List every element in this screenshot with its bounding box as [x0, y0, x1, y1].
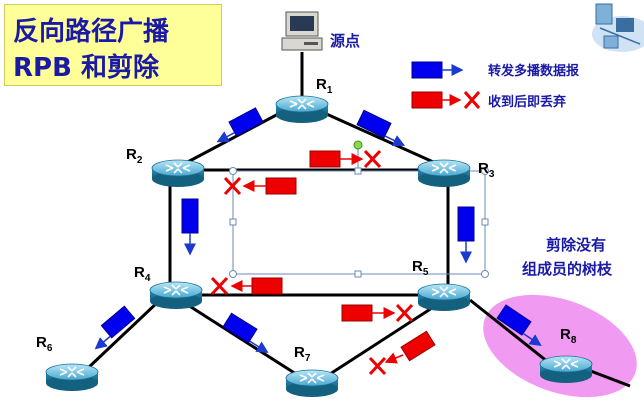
title-line-1: 反向路径广播 — [13, 17, 170, 47]
prune-note-line-1: 剪除没有 — [546, 236, 607, 254]
forward-packet — [457, 206, 475, 264]
discard-packet — [223, 176, 297, 196]
router-r3-icon — [417, 159, 471, 188]
prune-note-line-2: 组成员的树枝 — [522, 260, 613, 278]
discard-packet — [210, 276, 283, 296]
selection-frame — [229, 140, 489, 278]
network-decoration-icon — [592, 3, 644, 52]
legend — [411, 61, 481, 109]
link-r5-r8 — [469, 298, 549, 364]
discard-packet — [309, 149, 382, 169]
title-line-2: RPB 和剪除 — [13, 53, 159, 83]
legend-cross-icon — [463, 91, 481, 109]
discard-packet — [368, 330, 436, 376]
link-r4-r7 — [179, 298, 297, 376]
title-box: 反向路径广播 RPB 和剪除 — [4, 4, 222, 86]
legend-forward-swatch — [411, 61, 443, 79]
router-r3-label: R3 — [478, 160, 495, 180]
forward-packet — [356, 109, 406, 146]
prune-area — [483, 294, 637, 398]
forward-packet — [181, 198, 199, 256]
router-r6-icon — [45, 363, 99, 392]
router-r1-label: R1 — [316, 76, 333, 96]
forward-packet — [216, 107, 264, 143]
router-r4-icon — [149, 281, 203, 310]
router-r5-icon — [417, 283, 471, 312]
forward-packet — [496, 304, 542, 346]
source-computer-icon — [281, 11, 323, 51]
legend-discard-label: 收到后即丢弃 — [488, 95, 567, 110]
legend-forward-label: 转发多播数据报 — [488, 64, 580, 79]
router-r7-icon — [285, 369, 339, 398]
link-r1-r2 — [181, 110, 283, 167]
router-r7-label: R7 — [294, 344, 311, 364]
link-r1-r3 — [321, 110, 441, 167]
links — [86, 52, 631, 388]
router-r1-icon — [275, 95, 329, 124]
router-r6-label: R6 — [36, 334, 53, 354]
router-r2-icon — [151, 159, 205, 188]
legend-discard-swatch — [411, 91, 443, 109]
link-r8-out — [587, 368, 631, 388]
router-r8-label: R8 — [560, 326, 577, 346]
discard-packets — [210, 149, 436, 376]
router-r4-label: R4 — [134, 264, 151, 284]
router-r5-label: R5 — [412, 258, 429, 278]
discard-packet — [341, 303, 414, 323]
link-r5-r7 — [329, 306, 433, 376]
router-r2-label: R2 — [126, 146, 143, 166]
forward-packet — [222, 312, 269, 353]
forward-packets — [94, 107, 542, 353]
router-r8-icon — [539, 355, 593, 384]
link-r4-r6 — [86, 298, 162, 370]
source-label: 源点 — [330, 32, 361, 50]
forward-packet — [94, 305, 136, 350]
